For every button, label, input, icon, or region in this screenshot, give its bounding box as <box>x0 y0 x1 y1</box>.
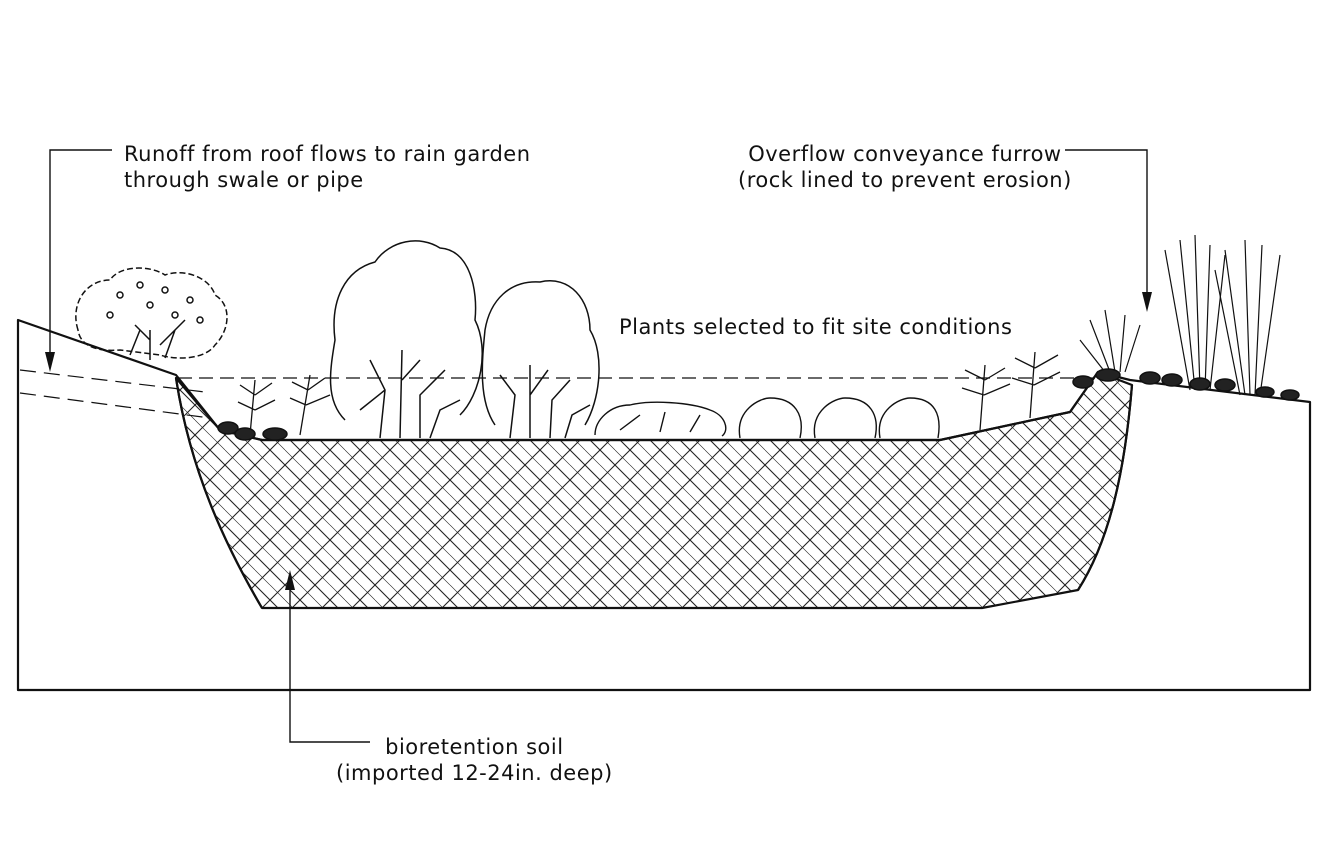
runoff-arrowhead <box>45 352 55 372</box>
leader-arrowheads <box>45 292 1152 590</box>
rocks-overflow-furrow <box>1072 368 1300 401</box>
shrub-left <box>75 267 228 360</box>
overflow-label-line1: Overflow conveyance furrow <box>748 142 1062 166</box>
runoff-label-line1: Runoff from roof flows to rain garden <box>124 142 531 166</box>
leader-lines <box>49 149 1148 743</box>
ferns-right <box>961 351 1061 431</box>
runoff-label: Runoff from roof flows to rain garden th… <box>124 141 531 193</box>
soil-label-line2: (imported 12-24in. deep) <box>336 761 613 785</box>
tree-large-2 <box>481 280 600 439</box>
soil-arrowhead <box>285 570 295 590</box>
soil-right-edge <box>1077 384 1134 591</box>
grasses-right <box>1079 234 1281 396</box>
soil-left-edge <box>174 377 263 609</box>
inflow-pipe <box>19 369 211 419</box>
soil-label: bioretention soil (imported 12-24in. dee… <box>336 734 613 786</box>
soil-label-line1: bioretention soil <box>385 735 564 759</box>
bioretention-soil <box>174 370 1134 610</box>
overflow-label-line2: (rock lined to prevent erosion) <box>738 168 1072 192</box>
plants-label: Plants selected to fit site conditions <box>619 315 1013 339</box>
ferns-left <box>237 374 331 436</box>
shrubs-round <box>738 397 940 439</box>
rocks-inlet <box>217 421 288 441</box>
overflow-label: Overflow conveyance furrow (rock lined t… <box>738 141 1072 193</box>
tree-large-1 <box>329 240 483 439</box>
shrub-low <box>594 401 727 437</box>
overflow-arrowhead <box>1142 292 1152 312</box>
runoff-label-line2: through swale or pipe <box>124 168 364 192</box>
